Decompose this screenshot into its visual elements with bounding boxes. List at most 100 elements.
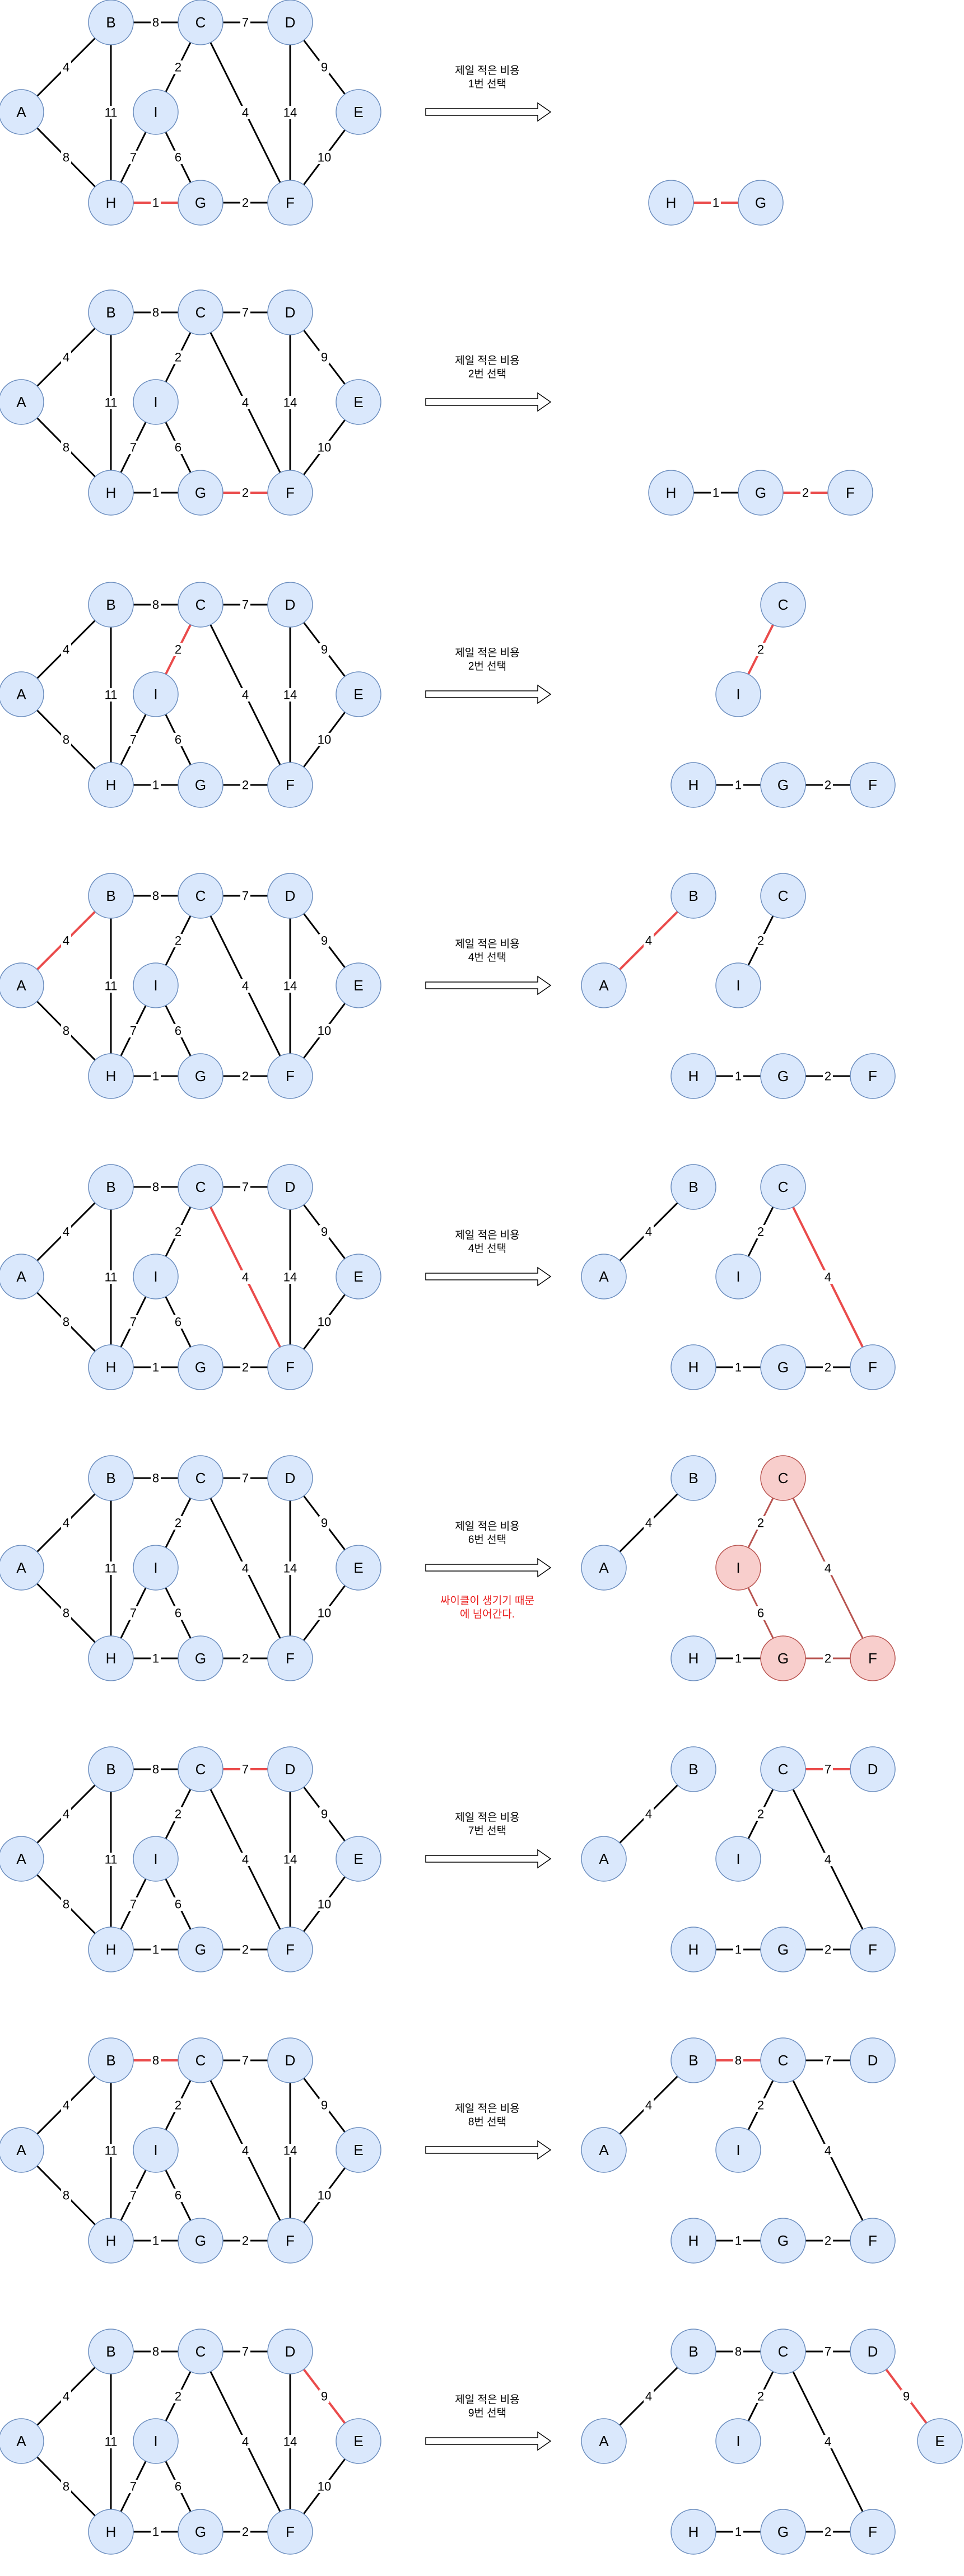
node-G-label: G — [195, 1650, 206, 1667]
tree-node-A-label: A — [599, 977, 609, 994]
node-F-label: F — [286, 194, 295, 211]
edge-D-F-weight-label: 14 — [283, 396, 297, 410]
node-A-label: A — [16, 977, 26, 994]
tree-edge-H-G-label-bg — [733, 1652, 743, 1665]
tree-edge-H-G-label-bg — [733, 1361, 743, 1374]
edge-D-F-label-bg — [282, 1562, 299, 1575]
node-G — [178, 2509, 223, 2555]
edge-H-G-weight-label: 1 — [152, 1361, 159, 1375]
edge-D-F-weight-label: 14 — [283, 1562, 297, 1575]
edge-H-G-weight-label: 1 — [152, 2234, 159, 2248]
tree-node-G-label: G — [755, 484, 766, 501]
node-F — [267, 1053, 313, 1099]
edge-G-F-weight-label: 2 — [242, 1361, 249, 1375]
edge-B-H-weight-label: 11 — [105, 396, 118, 410]
edge-B-H-label-bg — [103, 2144, 119, 2157]
edge-H-I-weight-label: 7 — [130, 1606, 137, 1620]
node-G-label: G — [195, 1359, 206, 1376]
edge-D-F-weight-label: 14 — [283, 106, 297, 120]
node-D-label: D — [285, 14, 296, 31]
edge-H-I-weight-label: 7 — [130, 1315, 137, 1329]
edge-D-E-weight-label: 9 — [321, 1516, 328, 1530]
tree-node-I — [715, 671, 761, 717]
node-C — [178, 2329, 223, 2374]
node-H-label: H — [106, 194, 117, 211]
node-I-label: I — [153, 2142, 157, 2158]
tree-node-I — [715, 1836, 761, 1882]
edge-G-F-label-bg — [240, 1361, 250, 1374]
node-A-label: A — [16, 2142, 26, 2158]
edge-C-F-weight-label: 4 — [242, 396, 249, 410]
node-F-label: F — [286, 2232, 295, 2249]
edge-C-F-weight-label: 4 — [242, 1853, 249, 1867]
tree-edge-G-F-label-bg — [823, 2525, 833, 2538]
tree-node-H-label: H — [666, 484, 677, 501]
edge-C-F-weight-label: 4 — [242, 2144, 249, 2158]
edge-E-F-weight-label: 10 — [318, 1024, 331, 1038]
edge-D-E-weight-label: 9 — [321, 350, 328, 364]
edge-B-C-label-bg — [151, 1471, 161, 1485]
node-I-label: I — [153, 1268, 157, 1285]
caption-line: 7번 선택 — [468, 1825, 506, 1837]
tree-edge-A-B-weight-label: 4 — [645, 2098, 652, 2112]
edge-C-F-label-bg — [240, 106, 250, 119]
edge-C-D-label-bg — [240, 889, 250, 903]
node-C — [178, 1164, 223, 1210]
tree-node-F-label: F — [868, 2523, 877, 2540]
edge-C-D-weight-label: 7 — [242, 2054, 249, 2068]
edge-C-D-weight-label: 7 — [242, 598, 249, 612]
edge-D-E-label-bg — [319, 643, 329, 656]
edge-D-F-label-bg — [282, 979, 299, 993]
node-B-label: B — [106, 2343, 115, 2360]
edge-C-I-weight-label: 2 — [175, 350, 181, 364]
tree-node-I — [715, 2418, 761, 2464]
node-A-label: A — [16, 1559, 26, 1576]
edge-A-H-label-bg — [61, 2480, 71, 2493]
tree-node-F-label: F — [868, 2232, 877, 2249]
edge-I-G-weight-label: 6 — [175, 441, 181, 455]
edge-A-H-label-bg — [61, 151, 71, 164]
node-F — [267, 2509, 313, 2555]
tree-edge-G-F-label-bg — [823, 778, 833, 792]
caption-line: 4번 선택 — [468, 1242, 506, 1255]
node-F-label: F — [286, 484, 295, 501]
edge-A-H-weight-label: 8 — [63, 151, 69, 165]
node-D — [267, 1164, 313, 1210]
tree-node-G-label: G — [777, 1650, 789, 1667]
tree-node-F — [850, 2218, 896, 2264]
node-F-label: F — [286, 1941, 295, 1958]
node-I-label: I — [153, 394, 157, 410]
tree-edge-H-G-weight-label: 1 — [735, 1361, 742, 1375]
edge-E-F-label-bg — [316, 1315, 333, 1329]
node-G-label: G — [195, 194, 206, 211]
caption-line: 제일 적은 비용 — [455, 1811, 519, 1824]
node-A — [0, 1836, 44, 1882]
node-C-label: C — [195, 1761, 206, 1778]
edge-H-G-weight-label: 1 — [152, 196, 159, 210]
right-arrow-icon — [425, 1558, 552, 1578]
caption-line: 2번 선택 — [468, 368, 506, 380]
tree-edge-C-F-label-bg — [823, 2435, 833, 2448]
edge-A-B-weight-label: 4 — [63, 1516, 69, 1530]
tree-edge-G-F-weight-label: 2 — [825, 778, 831, 792]
tree-node-D — [850, 2329, 896, 2374]
edge-I-G-weight-label: 6 — [175, 151, 181, 165]
tree-node-C — [760, 873, 806, 919]
node-H-label: H — [106, 1650, 117, 1667]
node-E-label: E — [353, 104, 363, 120]
node-F — [267, 470, 313, 516]
tree-edge-A-B-label-bg — [644, 1516, 654, 1530]
edge-H-G-label-bg — [151, 196, 161, 209]
tree-node-A — [581, 1545, 627, 1591]
tree-node-F — [850, 2509, 896, 2555]
edge-B-C-weight-label: 8 — [152, 2054, 159, 2068]
tree-node-A — [581, 1836, 627, 1882]
tree-node-G — [760, 2218, 806, 2264]
tree-edge-A-B-weight-label: 4 — [645, 934, 652, 948]
edge-B-H-label-bg — [103, 979, 119, 993]
node-B — [88, 582, 134, 628]
